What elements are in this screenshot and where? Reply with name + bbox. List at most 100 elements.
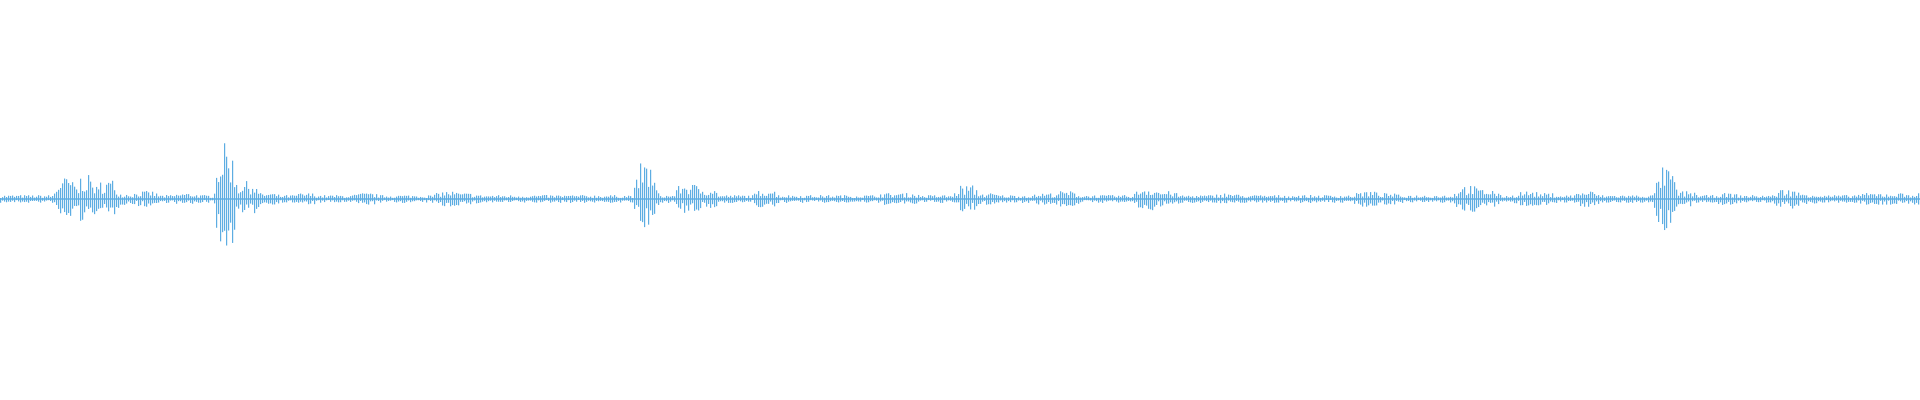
waveform-bar	[762, 193, 764, 207]
waveform-bar	[456, 192, 458, 206]
waveform-bar	[684, 188, 686, 213]
waveform-bar	[26, 196, 28, 202]
waveform-bar	[1376, 192, 1378, 206]
waveform-bar	[1872, 194, 1874, 203]
waveform-bar	[988, 194, 990, 205]
waveform-bar	[960, 185, 962, 211]
waveform-bar	[466, 193, 468, 204]
waveform-bar	[1508, 197, 1510, 201]
waveform-bar	[1764, 197, 1766, 201]
waveform-bar	[1110, 195, 1112, 201]
waveform-bar	[518, 196, 520, 202]
waveform-bar	[1866, 193, 1868, 205]
waveform-bar	[646, 168, 648, 209]
waveform-bar	[502, 196, 504, 202]
waveform-bar	[1332, 196, 1334, 203]
waveform-bar	[1452, 197, 1454, 202]
waveform-bar	[1878, 194, 1880, 205]
waveform-bar	[1260, 195, 1262, 201]
waveform-bar	[290, 195, 292, 201]
waveform-bar	[208, 195, 210, 203]
waveform-bar	[1288, 196, 1290, 201]
waveform-bar	[1054, 197, 1056, 203]
waveform-bar	[626, 197, 628, 201]
waveform-bar	[1368, 196, 1370, 206]
waveform-bar	[384, 197, 386, 201]
waveform-bar	[576, 196, 578, 202]
waveform-bar	[838, 195, 840, 203]
waveform-bar	[1196, 196, 1198, 202]
waveform-bar	[1400, 196, 1402, 202]
waveform-bar	[530, 196, 532, 201]
waveform-bar	[1554, 197, 1556, 203]
waveform-bar	[308, 193, 310, 205]
waveform-bar	[1526, 191, 1528, 206]
waveform-bar	[998, 195, 1000, 203]
waveform-bar	[312, 193, 314, 202]
waveform-bar	[80, 178, 82, 221]
waveform-bar	[796, 196, 798, 201]
waveform-bar	[1582, 193, 1584, 204]
waveform-bar	[242, 190, 244, 213]
waveform-bar	[310, 195, 312, 204]
waveform-bar	[350, 196, 352, 202]
waveform-bar	[524, 197, 526, 203]
waveform-bar	[1042, 193, 1044, 203]
waveform-bar	[1254, 195, 1256, 202]
waveform-bar	[1854, 195, 1856, 203]
waveform-bar	[1792, 191, 1794, 209]
waveform-bar	[1312, 197, 1314, 202]
waveform-bar	[294, 195, 296, 203]
waveform-bar	[996, 195, 998, 203]
waveform-bar	[1298, 195, 1300, 201]
waveform-bar	[1322, 197, 1324, 201]
waveform-bar	[1736, 194, 1738, 204]
waveform-bar	[1440, 197, 1442, 203]
waveform-bar	[680, 193, 682, 209]
waveform-bar	[1328, 195, 1330, 202]
waveform-bar	[494, 197, 496, 201]
waveform-bar	[630, 196, 632, 203]
waveform-bar	[252, 188, 254, 205]
waveform-bar	[1274, 195, 1276, 203]
waveform-bars	[0, 143, 1920, 246]
waveform-bar	[1708, 197, 1710, 202]
waveform-bar	[434, 194, 436, 201]
waveform-bar	[1628, 195, 1630, 203]
waveform-bar	[1818, 196, 1820, 202]
waveform-bar	[168, 196, 170, 203]
waveform-bar	[1590, 191, 1592, 204]
waveform-bar	[840, 195, 842, 202]
waveform-bar	[842, 197, 844, 202]
waveform-bar	[1706, 195, 1708, 203]
waveform-bar	[560, 196, 562, 203]
waveform-bar	[704, 194, 706, 203]
waveform-bar	[1052, 197, 1054, 203]
waveform-bar	[1844, 195, 1846, 202]
waveform-bar	[556, 195, 558, 201]
waveform-bar	[368, 194, 370, 205]
waveform-bar	[76, 189, 78, 207]
waveform-bar	[1410, 195, 1412, 203]
waveform-bar	[1838, 195, 1840, 203]
waveform-bar	[1130, 197, 1132, 202]
waveform-bar	[1278, 195, 1280, 203]
waveform-bar	[1104, 195, 1106, 201]
waveform-bar	[618, 197, 620, 201]
waveform-bar	[1144, 191, 1146, 205]
waveform-bar	[388, 197, 390, 201]
waveform-bar	[1864, 194, 1866, 202]
waveform-bar	[984, 197, 986, 201]
waveform-bar	[994, 194, 996, 204]
waveform-bar	[874, 196, 876, 201]
waveform-bar	[834, 197, 836, 202]
waveform-bar	[496, 196, 498, 202]
waveform-bar	[652, 185, 654, 215]
waveform-bar	[1204, 195, 1206, 201]
waveform-bar	[742, 195, 744, 203]
waveform-bar	[1334, 196, 1336, 203]
waveform-bar	[1620, 196, 1622, 203]
waveform-bar	[1058, 194, 1060, 201]
waveform-bar	[660, 196, 662, 203]
waveform-bar	[1886, 194, 1888, 205]
